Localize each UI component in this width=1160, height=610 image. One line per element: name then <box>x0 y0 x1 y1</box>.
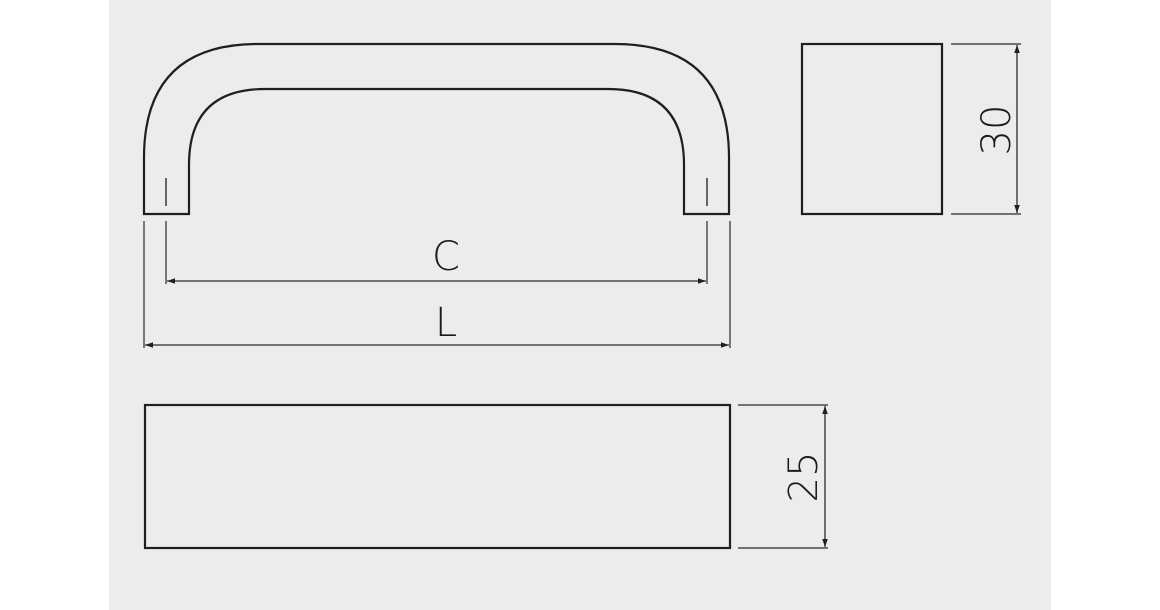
dimension-c-label: C <box>432 234 460 280</box>
handle-outer-outline <box>142 42 731 216</box>
dimension-depth: 25 <box>781 406 828 547</box>
dimension-l: L <box>145 300 729 348</box>
handle-top-view <box>143 403 732 550</box>
drawing-panel <box>109 0 1051 610</box>
center-marks <box>165 178 708 206</box>
dimension-l-label: L <box>435 300 457 346</box>
handle-front-view <box>142 42 731 216</box>
dimension-depth-label: 25 <box>781 452 827 503</box>
dimension-height-label: 30 <box>974 105 1020 156</box>
dimension-c: C <box>167 234 706 284</box>
extension-lines-side <box>951 43 1021 215</box>
extension-lines-front <box>143 221 731 348</box>
extension-lines-top <box>738 404 828 549</box>
handle-side-view <box>800 42 944 216</box>
dimension-height: 30 <box>974 45 1020 213</box>
